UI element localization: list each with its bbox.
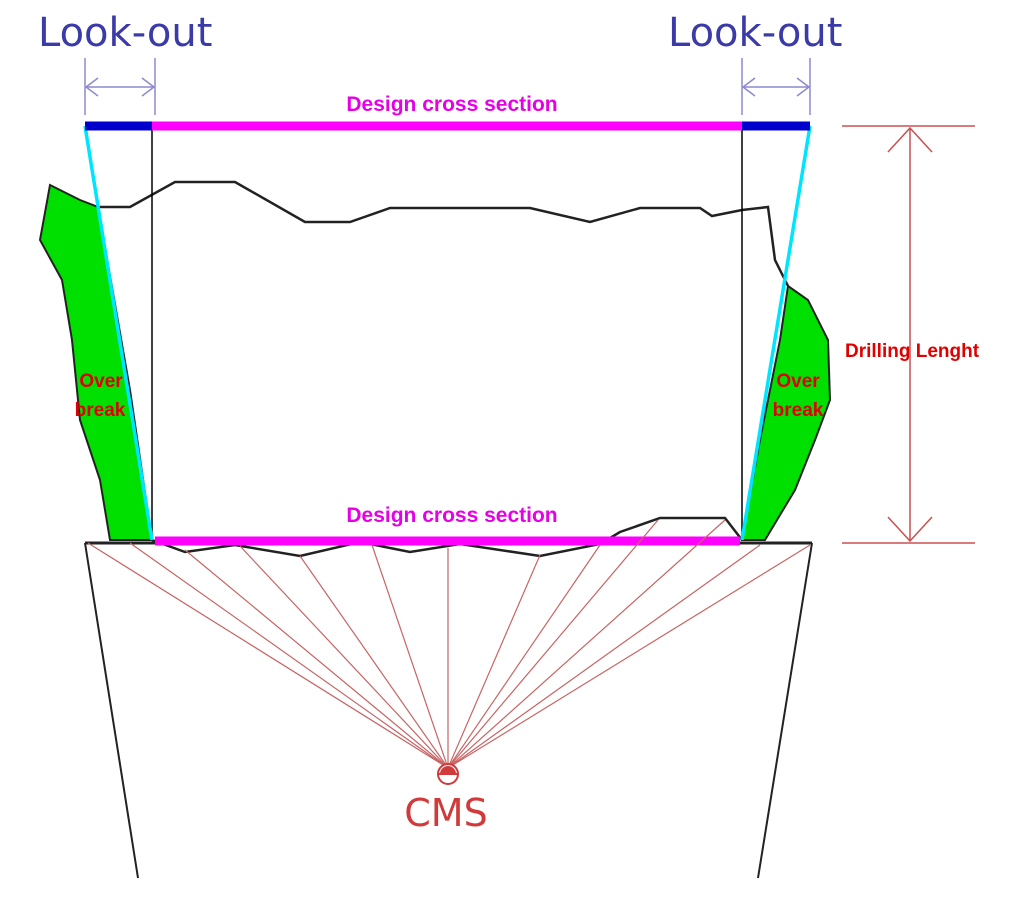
lookout-dimension-left	[84, 58, 156, 115]
design-section-label-top: Design cross section	[346, 93, 557, 116]
tunnel-wall-right	[757, 542, 813, 879]
scanner-label: CMS	[404, 791, 487, 835]
lookout-label-left: Look-out	[38, 10, 212, 56]
drilling-length-label: Drilling Lenght	[845, 341, 980, 362]
overbreak-label-right-line1: Over	[776, 371, 820, 392]
contour-line-left	[83, 125, 154, 541]
contour-line-right	[740, 125, 812, 541]
drilling-length-dimension	[842, 125, 975, 544]
overbreak-label-left-line1: Over	[79, 371, 123, 392]
excavated-profile-top	[98, 180, 790, 287]
tunnel-wall-left	[84, 542, 139, 879]
overbreak-area-right	[740, 284, 832, 541]
overbreak-label-right-line2: break	[773, 400, 824, 421]
scanner-rays	[87, 519, 811, 769]
scanner-icon	[437, 763, 459, 785]
lookout-dimension-right	[741, 58, 811, 115]
overbreak-label-left-line2: break	[75, 400, 126, 421]
overbreak-area-left	[38, 183, 154, 541]
lookout-label-right: Look-out	[668, 10, 842, 56]
design-section-label-bottom: Design cross section	[346, 504, 557, 527]
